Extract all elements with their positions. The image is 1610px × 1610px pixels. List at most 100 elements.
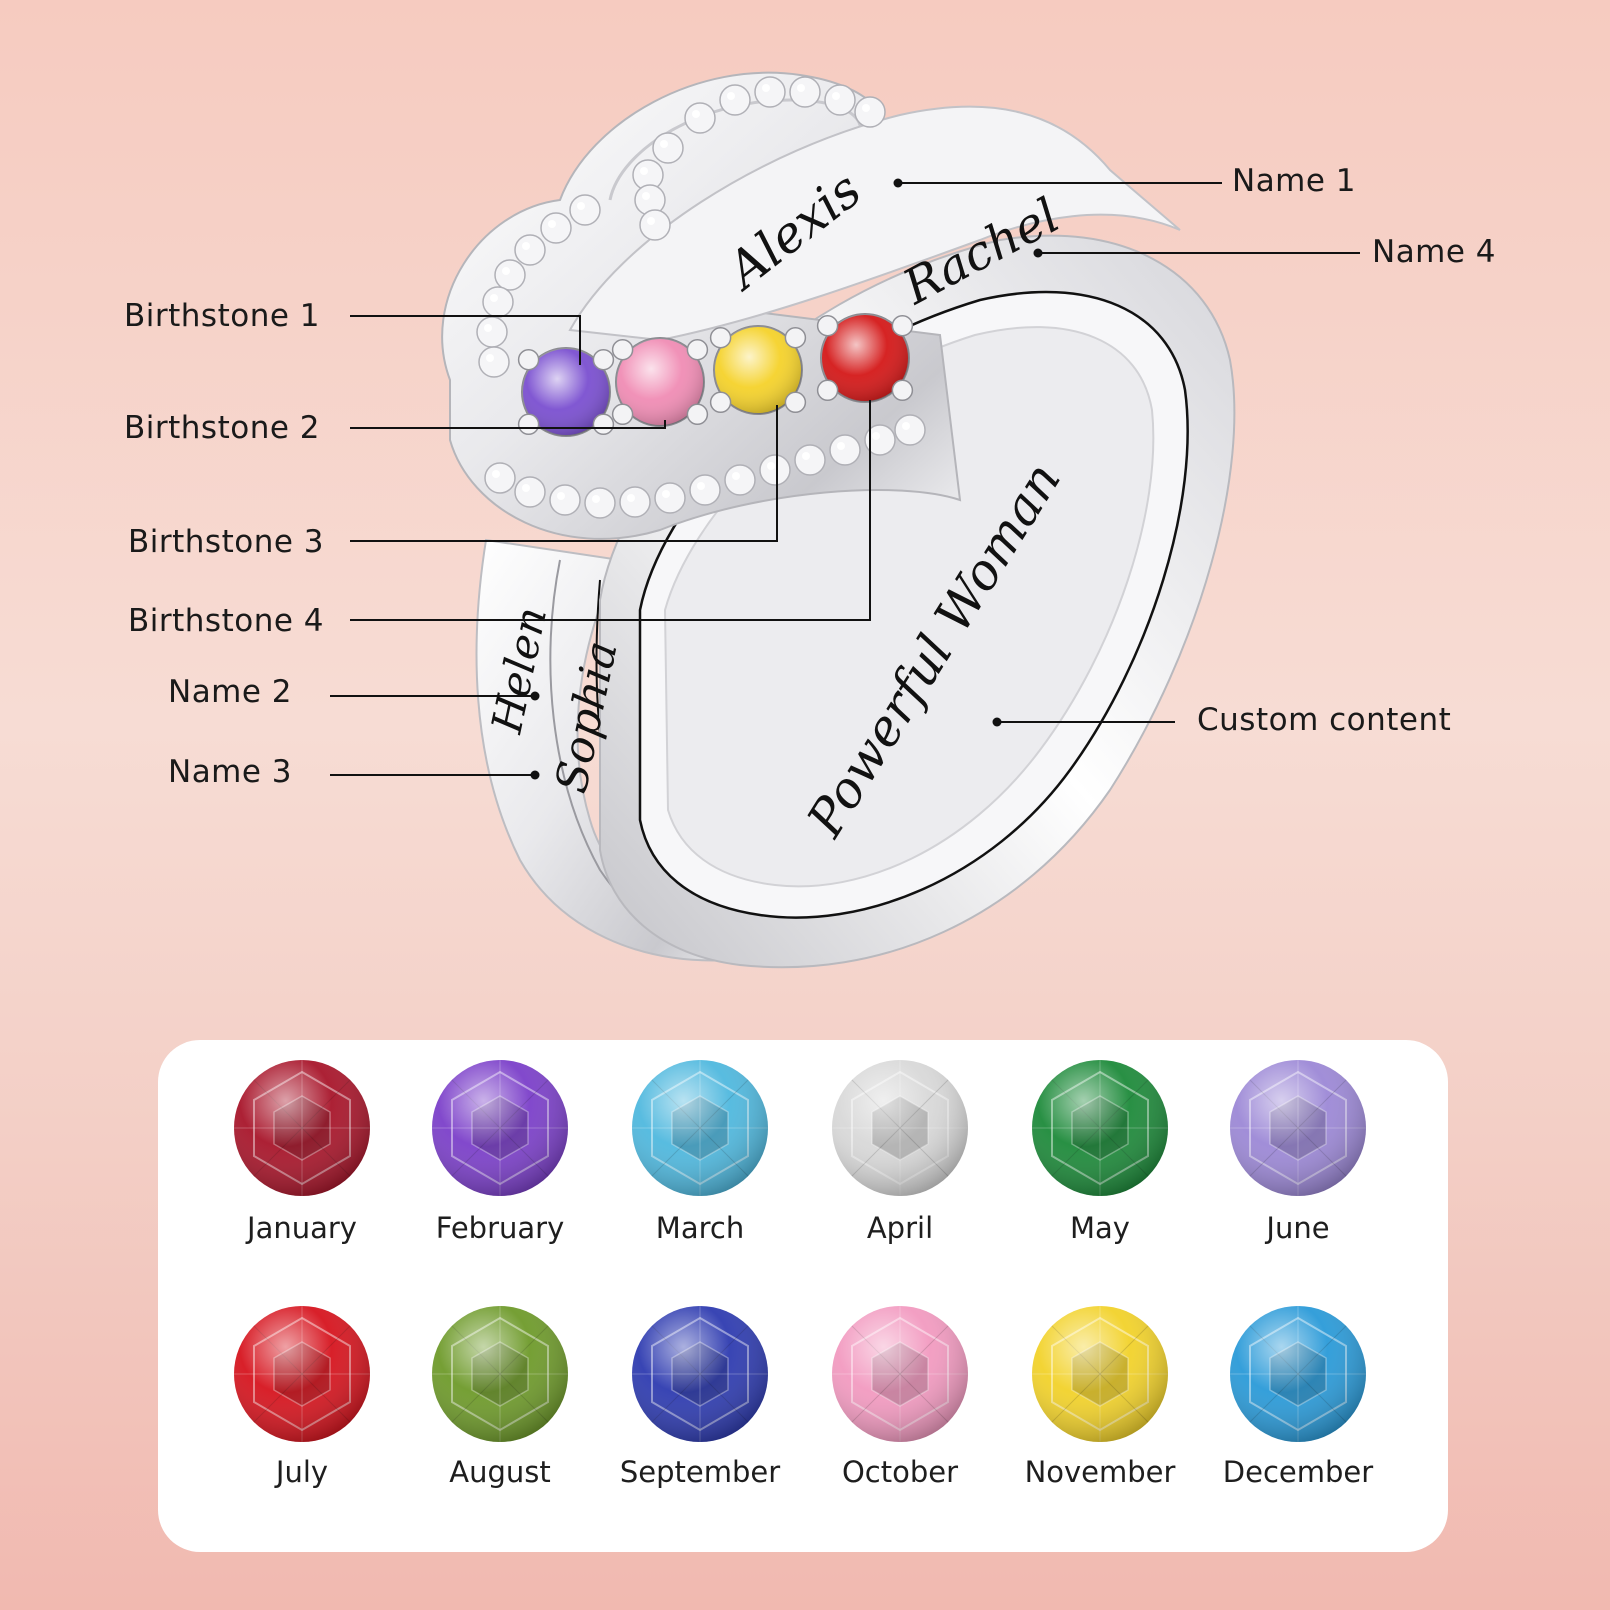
gem-icon	[432, 1306, 568, 1442]
prong	[686, 338, 709, 361]
pave-stone-sparkle	[522, 242, 530, 250]
label-birthstone-3: Birthstone 3	[128, 524, 324, 560]
label-name-1: Name 1	[1232, 163, 1357, 199]
pave-stone	[540, 212, 572, 244]
pave-stone-sparkle	[662, 490, 670, 498]
gem-icon	[234, 1060, 370, 1196]
label-name-4: Name 4	[1372, 234, 1497, 270]
prong	[816, 379, 839, 402]
label-birthstone-1: Birthstone 1	[124, 298, 320, 334]
pave-stone	[894, 414, 926, 446]
gem-icon	[234, 1306, 370, 1442]
pave-stone	[724, 464, 756, 496]
gem-icon	[632, 1060, 768, 1196]
birthstone-december	[1228, 1304, 1368, 1444]
pave-stone	[619, 486, 651, 518]
pave-stone-sparkle	[577, 202, 585, 210]
label-name-2: Name 2	[168, 674, 293, 710]
label-name-3: Name 3	[168, 754, 293, 790]
pave-stone	[854, 96, 886, 128]
pave-stone-sparkle	[802, 452, 810, 460]
setting-stone-shine	[714, 326, 802, 414]
pave-stone-sparkle	[832, 92, 840, 100]
pave-stone-sparkle	[640, 167, 648, 175]
prong	[784, 326, 807, 349]
pave-stone	[754, 76, 786, 108]
pave-stone	[652, 132, 684, 164]
gem-icon	[1032, 1060, 1168, 1196]
pave-stone-sparkle	[697, 482, 705, 490]
pave-stone-sparkle	[762, 84, 770, 92]
pave-stone	[789, 76, 821, 108]
setting-stone-shine	[616, 338, 704, 426]
pave-stone	[514, 476, 546, 508]
gem-icon	[832, 1060, 968, 1196]
month-label-october: October	[841, 1455, 959, 1489]
birthstone-march	[630, 1058, 770, 1198]
prong	[611, 403, 634, 426]
month-label-february: February	[435, 1211, 565, 1245]
birthstone-july	[232, 1304, 372, 1444]
callout-dots	[530, 178, 1043, 780]
birthstone-august	[430, 1304, 570, 1444]
pave-stone	[584, 487, 616, 519]
pave-stone-sparkle	[642, 192, 650, 200]
pave-stone	[719, 84, 751, 116]
month-label-july: July	[275, 1455, 329, 1489]
pave-stone-sparkle	[797, 84, 805, 92]
birthstone-june	[1228, 1058, 1368, 1198]
month-label-november: November	[1024, 1455, 1176, 1489]
pave-stone	[476, 316, 508, 348]
pave-stone-sparkle	[490, 294, 498, 302]
label-birthstone-2: Birthstone 2	[124, 410, 320, 446]
pave-stone-sparkle	[627, 494, 635, 502]
setting-stone-shine	[821, 314, 909, 402]
pave-stone-sparkle	[502, 267, 510, 275]
pave-stone-sparkle	[692, 110, 700, 118]
gem-icon	[632, 1306, 768, 1442]
prong	[784, 391, 807, 414]
pave-stone	[654, 482, 686, 514]
prong	[709, 391, 732, 414]
prong	[592, 413, 615, 436]
prong	[891, 379, 914, 402]
birthstone-january	[232, 1058, 372, 1198]
month-label-august: August	[449, 1455, 551, 1489]
setting-stones	[517, 313, 914, 437]
pave-stone-sparkle	[557, 492, 565, 500]
prong	[816, 314, 839, 337]
month-label-june: June	[1266, 1211, 1330, 1245]
pave-stone	[549, 484, 581, 516]
callout-line-birthstone-3	[350, 405, 778, 542]
pave-stone-sparkle	[727, 92, 735, 100]
gem-icon	[1032, 1306, 1168, 1442]
month-label-january: January	[247, 1211, 357, 1245]
pave-stone	[494, 259, 526, 291]
birthstone-september	[630, 1304, 770, 1444]
pave-stone-sparkle	[862, 104, 870, 112]
prong	[592, 348, 615, 371]
birthstone-february	[430, 1058, 570, 1198]
gem-icon	[832, 1306, 968, 1442]
pave-stone-sparkle	[486, 354, 494, 362]
birthstone-october	[830, 1304, 970, 1444]
pave-stone-sparkle	[872, 432, 880, 440]
pave-stone-sparkle	[484, 324, 492, 332]
prong	[709, 326, 732, 349]
month-label-september: September	[619, 1455, 781, 1489]
callout-line-birthstone-4	[350, 400, 871, 621]
pave-stone	[824, 84, 856, 116]
pave-stones	[476, 76, 926, 519]
label-birthstone-4: Birthstone 4	[128, 603, 324, 639]
month-label-december: December	[1222, 1455, 1374, 1489]
pave-stone-sparkle	[522, 484, 530, 492]
gem-icon	[1230, 1306, 1366, 1442]
pave-stone-sparkle	[660, 140, 668, 148]
pave-stone	[484, 462, 516, 494]
pave-stone-sparkle	[767, 462, 775, 470]
pave-stone	[482, 286, 514, 318]
pave-stone	[829, 434, 861, 466]
pave-stone	[794, 444, 826, 476]
pave-stone-sparkle	[647, 217, 655, 225]
prong	[517, 348, 540, 371]
